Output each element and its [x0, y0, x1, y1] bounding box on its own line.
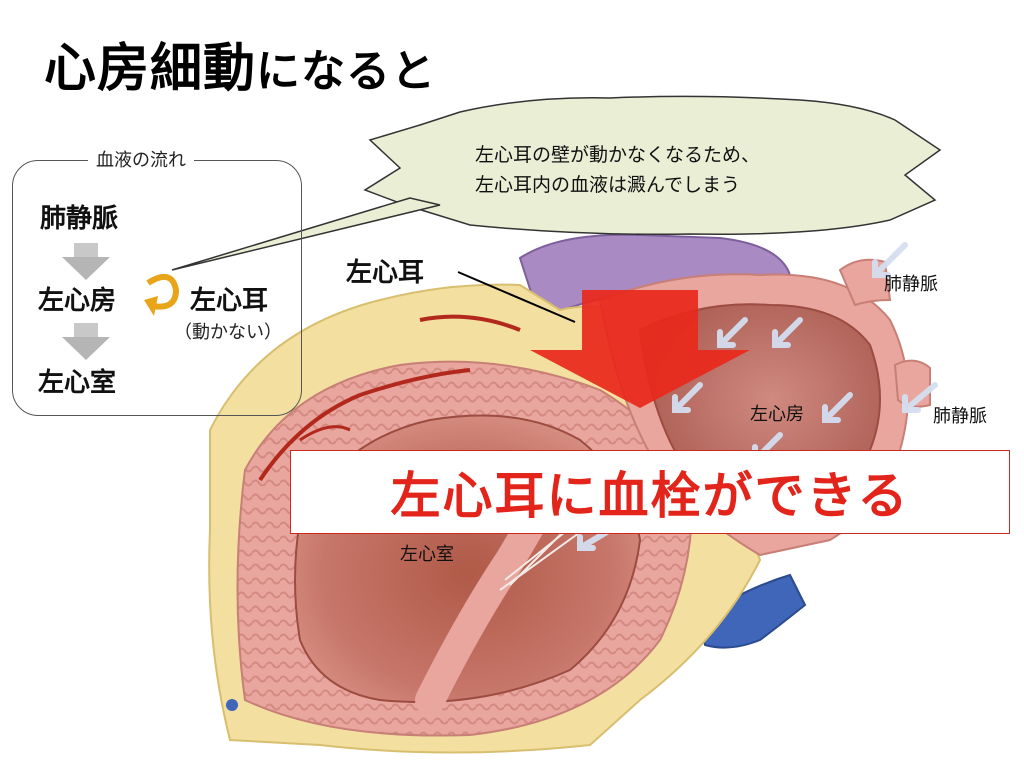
flow-appendage-note: （動かない）	[174, 322, 282, 343]
appendage-pointer-line	[457, 271, 576, 323]
label-pulmonary-vein-right: 肺静脈	[933, 406, 987, 427]
curve-arrow	[146, 273, 180, 310]
result-box: 左心耳に血栓ができる	[290, 450, 1010, 534]
flow-down-arrow-2	[62, 323, 110, 360]
callout-line-1: 左心耳の壁が動かなくなるため、	[475, 144, 761, 166]
flow-step-left-atrial-appendage: 左心耳	[190, 286, 269, 316]
page-title: 心房細動になると	[44, 39, 437, 99]
label-pulmonary-vein-top: 肺静脈	[884, 274, 938, 295]
flow-step-pulmonary-vein: 肺静脈	[40, 204, 119, 234]
result-text: 左心耳に血栓ができる	[390, 467, 910, 525]
flow-down-arrow-1	[62, 243, 110, 280]
label-left-atrium: 左心房	[750, 404, 804, 425]
label-left-ventricle: 左心室	[400, 544, 454, 565]
blood-flow-arrows	[577, 242, 938, 551]
blood-flow-heading: 血液の流れ	[88, 146, 194, 172]
flow-step-left-ventricle: 左心室	[38, 368, 117, 398]
big-red-arrow	[530, 290, 750, 408]
callout-line-2: 左心耳内の血液は澱んでしまう	[475, 174, 741, 196]
callout-bubble	[363, 95, 942, 236]
callout-pointer	[171, 197, 441, 271]
label-left-atrial-appendage: 左心耳	[346, 258, 425, 288]
flow-step-left-atrium: 左心房	[38, 286, 117, 316]
